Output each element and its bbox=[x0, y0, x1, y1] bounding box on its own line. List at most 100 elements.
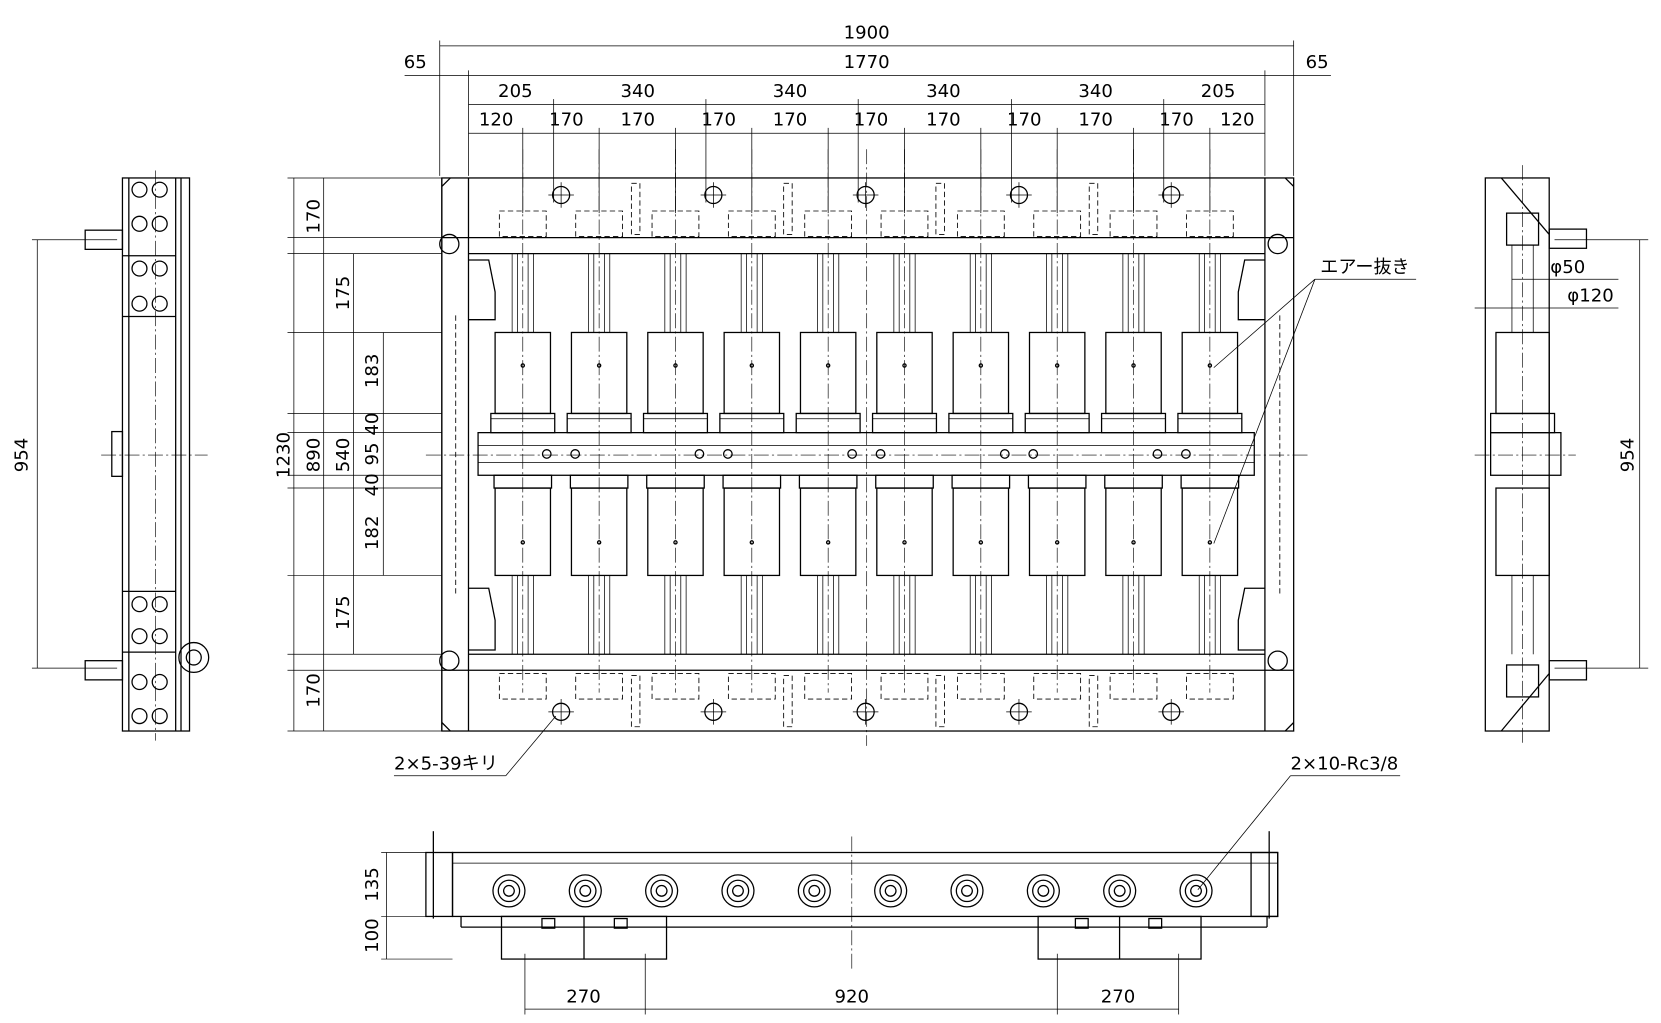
drawing-geometry bbox=[31, 40, 1649, 1015]
dim-top-plate: 170 bbox=[303, 199, 324, 234]
dim-total-height: 1230 bbox=[274, 432, 295, 478]
beam-bolt bbox=[999, 449, 1010, 459]
front-frame bbox=[441, 177, 1295, 732]
dim-upper-rod: 175 bbox=[333, 276, 354, 311]
hidden-slot bbox=[630, 182, 641, 235]
port-nut bbox=[1184, 879, 1208, 903]
foot-bolt bbox=[613, 917, 628, 929]
beam-bolt bbox=[1028, 449, 1039, 459]
port-nut bbox=[726, 879, 750, 903]
hidden-nut bbox=[804, 673, 853, 700]
hidden-slot bbox=[783, 182, 793, 235]
dim-overall-width: 1900 bbox=[844, 22, 890, 43]
dim-sub: 170 bbox=[701, 110, 736, 131]
leader bbox=[1213, 279, 1316, 544]
port-nut bbox=[721, 874, 755, 908]
dim-sub: 170 bbox=[1078, 110, 1113, 131]
dim-inner-height: 890 bbox=[303, 438, 324, 473]
side-bracket bbox=[468, 587, 496, 651]
hidden-nut bbox=[1033, 210, 1082, 237]
dim-rod-diameter: φ50 bbox=[1550, 257, 1585, 278]
dim-upper-cyl: 183 bbox=[362, 354, 383, 389]
dim-foot-right: 270 bbox=[1101, 987, 1136, 1008]
port bbox=[884, 884, 897, 897]
bolt-head bbox=[151, 673, 168, 691]
bolt-head bbox=[131, 596, 148, 613]
eye-bolt bbox=[439, 650, 460, 671]
port-nut bbox=[650, 879, 673, 903]
dim-sub: 120 bbox=[1220, 110, 1255, 131]
foot-bolt bbox=[1074, 917, 1089, 929]
hidden-nut bbox=[1186, 673, 1234, 700]
dim-right-side-span: 954 bbox=[1617, 438, 1638, 473]
bolt-head bbox=[131, 260, 148, 277]
port bbox=[502, 884, 515, 897]
beam-bolt bbox=[722, 449, 733, 459]
hidden-slot bbox=[935, 182, 945, 235]
foot-bolt bbox=[541, 917, 556, 929]
dim-pitch: 340 bbox=[621, 81, 656, 102]
beam-bolt bbox=[694, 449, 705, 459]
port-nut bbox=[879, 879, 902, 903]
bolt-head bbox=[151, 628, 168, 645]
dim-sub: 170 bbox=[621, 110, 656, 131]
eye-bolt bbox=[178, 641, 210, 674]
dim-sub: 170 bbox=[926, 110, 961, 131]
dim-pitch: 340 bbox=[1078, 81, 1113, 102]
dim-beam: 95 bbox=[362, 442, 383, 465]
dim-upper-flange: 40 bbox=[362, 413, 383, 436]
port-nut bbox=[955, 879, 979, 903]
side-beam bbox=[1490, 432, 1562, 476]
port-nut bbox=[574, 879, 597, 903]
port-nut bbox=[1179, 874, 1213, 908]
port bbox=[808, 884, 821, 897]
port-nut bbox=[1032, 879, 1055, 903]
port bbox=[1037, 884, 1050, 897]
hidden-nut bbox=[651, 673, 700, 700]
side-bracket bbox=[1250, 851, 1279, 918]
callout-ports: 2×10-Rc3/8 bbox=[1290, 753, 1398, 774]
bottom-dimensions: 135 100 270 920 270 bbox=[362, 867, 1135, 1008]
hidden-slot bbox=[783, 675, 793, 728]
bolt-head bbox=[131, 708, 148, 725]
port bbox=[732, 884, 744, 897]
hidden-nut bbox=[880, 673, 929, 700]
dim-middle-height: 540 bbox=[333, 438, 354, 473]
side-bracket bbox=[425, 851, 454, 918]
dim-pitch: 205 bbox=[1201, 81, 1236, 102]
frame-chamfer bbox=[441, 177, 1295, 732]
dim-pitch: 205 bbox=[498, 81, 533, 102]
hidden-nut bbox=[575, 673, 623, 700]
bolt-head bbox=[131, 295, 148, 312]
side-bracket bbox=[1237, 259, 1265, 321]
beam-bolt bbox=[541, 449, 552, 459]
dim-lower-rod: 175 bbox=[333, 595, 354, 630]
dim-sub: 120 bbox=[479, 110, 514, 131]
port-nut bbox=[1103, 874, 1137, 908]
eye-bolt bbox=[439, 233, 460, 255]
port bbox=[961, 884, 973, 897]
beam-bolt bbox=[1181, 449, 1191, 459]
port-nut bbox=[492, 874, 526, 908]
dim-sub: 170 bbox=[773, 110, 808, 131]
dim-pitch: 340 bbox=[773, 81, 808, 102]
eye-bolt bbox=[1267, 650, 1288, 671]
hidden-slot bbox=[935, 675, 945, 728]
bolt-head bbox=[151, 181, 168, 198]
dim-cyl-diameter: φ120 bbox=[1567, 286, 1613, 307]
dim-foot-left: 270 bbox=[566, 987, 601, 1008]
port-nut bbox=[1108, 879, 1131, 903]
hidden-slot bbox=[630, 675, 641, 728]
dim-sub: 170 bbox=[1007, 110, 1042, 131]
hidden-slot bbox=[1088, 182, 1099, 235]
side-pin bbox=[1548, 660, 1588, 681]
hidden-nut bbox=[804, 210, 853, 237]
side-pin bbox=[84, 660, 124, 681]
hidden-nut bbox=[575, 210, 623, 237]
hidden-nut bbox=[498, 673, 547, 700]
dim-left-side-span: 954 bbox=[12, 438, 33, 473]
left-dimensions: 1230 890 540 170 175 183 40 95 40 182 17… bbox=[12, 199, 1639, 708]
foot-bolt bbox=[1148, 917, 1163, 929]
port-nut bbox=[497, 879, 521, 903]
beam-bolt bbox=[875, 449, 886, 459]
